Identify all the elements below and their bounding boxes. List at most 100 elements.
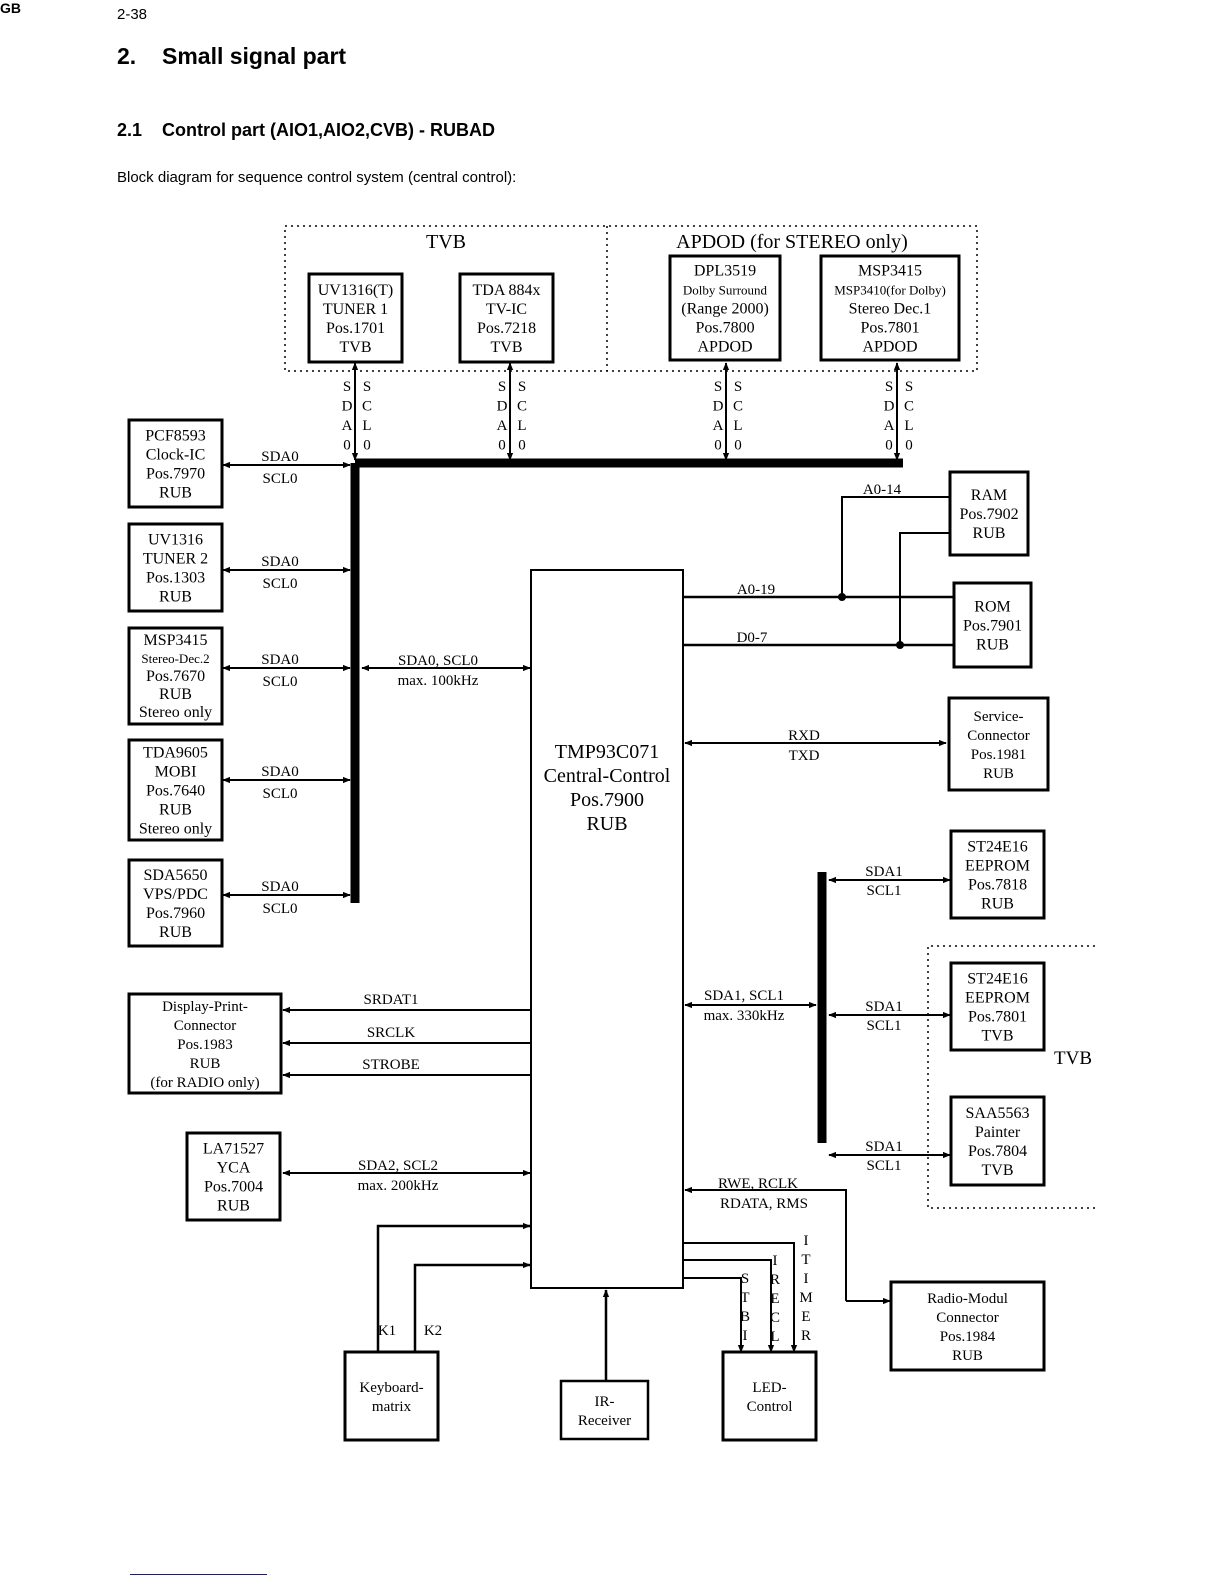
block-text: Pos.7640 bbox=[146, 782, 205, 799]
block-frame bbox=[185, 1131, 282, 1222]
block-text: Pos.7801 bbox=[860, 319, 919, 336]
scl0-vertical-label: C bbox=[733, 399, 743, 415]
sda0-vertical-label: A bbox=[497, 418, 508, 434]
block-frame bbox=[948, 470, 1030, 557]
page-number: 2-38 bbox=[117, 6, 148, 23]
rxd-label: RXD bbox=[788, 728, 820, 744]
footer-language-code: GB bbox=[0, 0, 21, 16]
block-text: RUB bbox=[190, 1056, 221, 1072]
data-bus-to-ram bbox=[899, 532, 950, 645]
strobe-label: STROBE bbox=[362, 1057, 420, 1073]
block-frame bbox=[949, 961, 1046, 1052]
scl0-vertical-label: C bbox=[362, 399, 372, 415]
sda1-label: SDA1 bbox=[865, 864, 903, 880]
i2c2-label: SDA2, SCL2 bbox=[358, 1158, 438, 1174]
scl0-vertical-label: 0 bbox=[734, 438, 742, 454]
block-text: (Range 2000) bbox=[681, 300, 769, 317]
block-frame bbox=[889, 1280, 1046, 1372]
group-boundaries bbox=[284, 225, 1095, 1209]
block-text: ROM bbox=[974, 598, 1010, 615]
scl0-vertical-label: L bbox=[362, 418, 371, 434]
radio-signal-label-2: RDATA, RMS bbox=[720, 1196, 808, 1212]
block-text: MSP3410(for Dolby) bbox=[834, 282, 946, 297]
keyboard-k1-line bbox=[376, 1222, 531, 1352]
stbi-vertical-label: I bbox=[743, 1328, 748, 1344]
scl1-label: SCL1 bbox=[866, 1018, 901, 1034]
block-frame bbox=[949, 1095, 1046, 1187]
sda1-label: SDA1 bbox=[865, 999, 903, 1015]
itimer-vertical-label: T bbox=[801, 1252, 810, 1268]
block-text: Central-Control bbox=[544, 765, 671, 787]
block-text: RUB bbox=[586, 813, 627, 835]
block-text: Radio-Modul bbox=[927, 1291, 1008, 1307]
block-frame bbox=[127, 738, 224, 842]
connections bbox=[222, 362, 954, 1381]
block-text: Pos.1701 bbox=[326, 320, 385, 337]
block-text: VPS/PDC bbox=[143, 886, 208, 903]
stbi-vertical-label: S bbox=[741, 1271, 749, 1287]
sda0-vertical-label: S bbox=[343, 379, 351, 395]
subsection-number: 2.1 bbox=[117, 120, 143, 140]
block-text: Receiver bbox=[578, 1413, 631, 1429]
block-text: Display-Print- bbox=[162, 999, 248, 1015]
radio-return-line bbox=[684, 1186, 847, 1301]
sda0-vertical-label: 0 bbox=[714, 438, 722, 454]
block-text: Pos.1981 bbox=[971, 747, 1026, 763]
block-text: UV1316 bbox=[148, 531, 203, 548]
block-frame bbox=[458, 272, 555, 364]
block-text: Pos.7801 bbox=[968, 1008, 1027, 1025]
sda0-label: SDA0 bbox=[261, 652, 299, 668]
stbi-vertical-label: B bbox=[740, 1309, 750, 1325]
itimer-vertical-label: I bbox=[804, 1271, 809, 1287]
srdat1-label: SRDAT1 bbox=[363, 992, 418, 1008]
led-stbi-line bbox=[683, 1277, 745, 1353]
scl0-vertical-label: L bbox=[517, 418, 526, 434]
stbi-vertical-label: T bbox=[740, 1290, 749, 1306]
block-keyboard: Keyboard-matrix bbox=[343, 1350, 440, 1442]
keyboard-k2-line bbox=[413, 1261, 531, 1352]
block-text: RUB bbox=[973, 525, 1006, 542]
block-text: Connector bbox=[936, 1310, 998, 1326]
block-frame bbox=[947, 696, 1050, 792]
block-text: Painter bbox=[975, 1124, 1021, 1141]
block-text: RUB bbox=[976, 636, 1009, 653]
block-text: RUB bbox=[159, 924, 192, 941]
footer-rule bbox=[130, 1574, 267, 1575]
block-text: Clock-IC bbox=[146, 446, 206, 463]
scl0-vertical-label: L bbox=[733, 418, 742, 434]
block-text: Pos.7670 bbox=[146, 668, 205, 685]
block-text: Pos.7901 bbox=[963, 617, 1022, 634]
block-text: Pos.7960 bbox=[146, 905, 205, 922]
block-text: SAA5563 bbox=[965, 1105, 1029, 1122]
irecl-vertical-label: L bbox=[770, 1329, 779, 1345]
sda0-vertical-label: A bbox=[342, 418, 353, 434]
i2c2-speed-label: max. 200kHz bbox=[358, 1178, 439, 1194]
sda1-label: SDA1 bbox=[865, 1139, 903, 1155]
led-irecl-line bbox=[683, 1259, 775, 1353]
junction-dot bbox=[838, 593, 846, 601]
block-text: Pos.1303 bbox=[146, 569, 205, 586]
a0-19-label: A0-19 bbox=[737, 582, 775, 598]
itimer-vertical-label: I bbox=[804, 1233, 809, 1249]
block-text: APDOD bbox=[862, 338, 917, 355]
block-frame bbox=[530, 569, 684, 1289]
scl0-label: SCL0 bbox=[262, 786, 297, 802]
txd-label: TXD bbox=[789, 748, 820, 764]
sda0-vertical-label: 0 bbox=[498, 438, 506, 454]
block-text: Stereo only bbox=[139, 704, 212, 721]
block-text: EEPROM bbox=[965, 989, 1030, 1006]
